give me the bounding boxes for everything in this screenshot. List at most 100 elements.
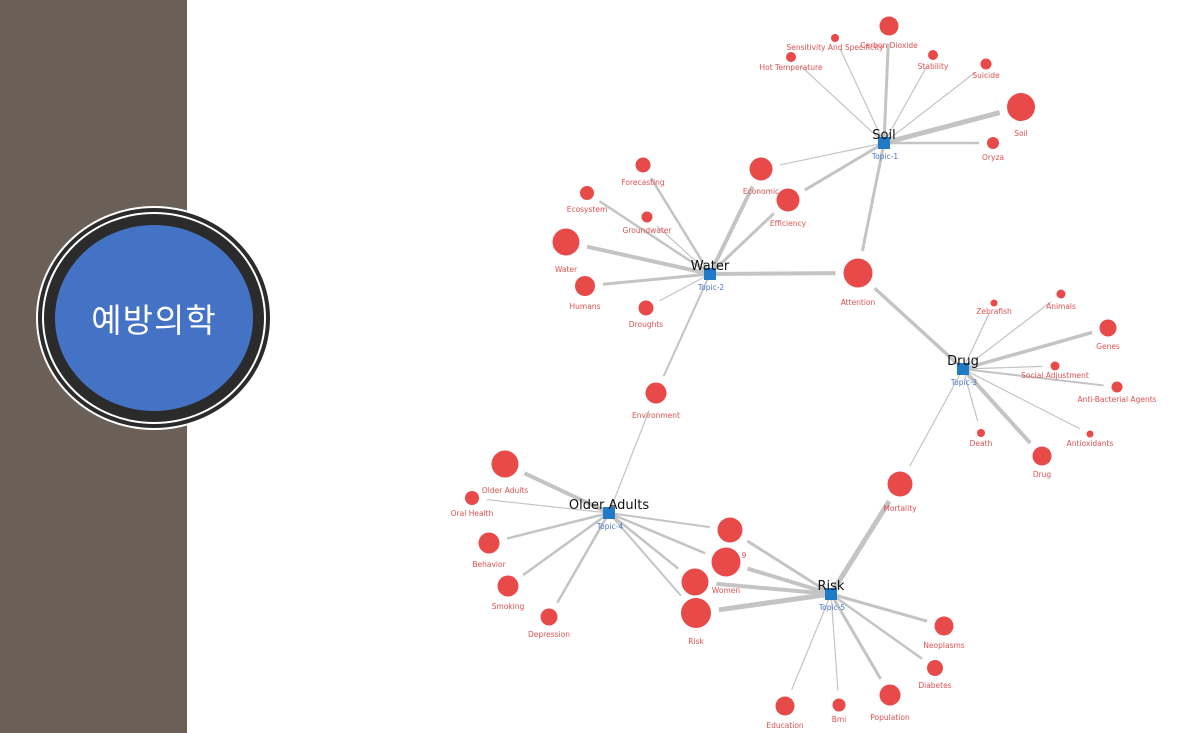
edge-t4-men (608, 512, 680, 570)
keyword-node-death[interactable] (977, 429, 985, 437)
edge-t2-droughts (659, 273, 711, 302)
edge-t1-soil (883, 110, 1001, 146)
edge-t2-efficiency (708, 212, 775, 276)
keyword-label-covid: 9 (742, 551, 747, 560)
keyword-node-mortality[interactable] (887, 471, 913, 497)
keyword-node-oryza[interactable] (987, 137, 999, 149)
keyword-label-women: Women (712, 586, 740, 595)
topic-id-t1: Topic-1 (871, 152, 899, 161)
edge-t4-risk (608, 512, 682, 597)
keyword-label-oryza: Oryza (982, 153, 1004, 162)
keyword-node-humans[interactable] (575, 276, 595, 296)
edge-t5-population (829, 593, 882, 680)
keyword-node-zebrafish[interactable] (990, 299, 998, 307)
edge-t2-humans (602, 272, 711, 286)
keyword-node-water[interactable] (552, 228, 580, 256)
topic-name-t3: Drug (947, 354, 979, 369)
keyword-node-neoplasms[interactable] (934, 616, 954, 636)
keyword-label-behavior: Behavior (472, 560, 506, 569)
topic-node-t5[interactable] (825, 588, 837, 600)
keyword-label-bmi: Bmi (832, 715, 847, 724)
edge-t1-economic (779, 142, 885, 166)
title-badge-circle: 예방의학 (55, 225, 253, 411)
keyword-label-death: Death (970, 439, 993, 448)
edge-t5-bmi (830, 593, 839, 691)
keyword-node-smoking[interactable] (497, 575, 519, 597)
keyword-node-carbon-dioxide[interactable] (879, 16, 899, 36)
keyword-node-animals[interactable] (1056, 289, 1066, 299)
topic-node-t3[interactable] (957, 363, 969, 375)
keyword-node-older-adults[interactable] (491, 450, 519, 478)
keyword-node-behavior[interactable] (478, 532, 500, 554)
edge-t1-attention (860, 142, 886, 252)
keyword-label-depression: Depression (528, 630, 570, 639)
keyword-node-suicide[interactable] (980, 58, 992, 70)
edge-t4-environment (608, 410, 650, 514)
keyword-node-population[interactable] (879, 684, 901, 706)
topic-node-t2[interactable] (704, 268, 716, 280)
keyword-node-soil[interactable] (1007, 93, 1035, 121)
keyword-node-economic[interactable] (749, 157, 773, 181)
keyword-node-hot-temp[interactable] (786, 52, 796, 62)
edge-t2-forecasting (650, 177, 712, 275)
keyword-label-education: Education (766, 721, 804, 730)
edge-t2-ecosystem (598, 200, 711, 276)
edge-t1-stability (883, 66, 928, 144)
keyword-node-bmi[interactable] (832, 698, 846, 712)
keyword-label-genes: Genes (1096, 342, 1120, 351)
topic-node-t4[interactable] (603, 507, 615, 519)
keyword-node-genes[interactable] (1099, 319, 1117, 337)
edge-t1-carbon-dioxide (882, 43, 890, 144)
edge-t2-water (586, 244, 711, 276)
edge-t5-diabetes (830, 592, 923, 660)
topic-name-t5: Risk (818, 579, 845, 594)
keyword-label-older-adults: Older Adults (482, 486, 528, 495)
keyword-node-efficiency[interactable] (776, 188, 800, 212)
edge-t5-men (716, 581, 832, 596)
keyword-node-oral-health[interactable] (465, 491, 479, 505)
keyword-node-attention[interactable] (843, 258, 873, 288)
keyword-node-diabetes[interactable] (927, 660, 943, 676)
keyword-label-zebrafish: Zebrafish (976, 307, 1012, 316)
keyword-label-stability: Stability (918, 62, 949, 71)
keyword-node-droughts[interactable] (638, 300, 654, 316)
keyword-node-men[interactable] (681, 568, 709, 596)
keyword-label-sensitivity: Sensitivity And Specificity (786, 43, 884, 52)
keyword-node-environment[interactable] (645, 382, 667, 404)
topic-name-t2: Water (691, 259, 730, 274)
topic-name-t1: Soil (872, 128, 895, 143)
keyword-node-ecosystem[interactable] (580, 186, 594, 200)
keyword-label-environment: Environment (632, 411, 680, 420)
topic-name-t4: Older Adults (569, 498, 649, 513)
keyword-node-forecasting[interactable] (635, 157, 651, 173)
keyword-label-social-adjustment: Social Adjustment (1021, 371, 1089, 380)
edge-layer (486, 43, 1104, 691)
edge-t2-attention (709, 271, 836, 276)
topic-node-t1[interactable] (878, 137, 890, 149)
keyword-node-sensitivity[interactable] (831, 34, 839, 42)
keyword-node-stability[interactable] (928, 50, 938, 60)
keyword-label-economic: Economic (743, 187, 779, 196)
keyword-node-social-adjustment[interactable] (1050, 361, 1060, 371)
edge-t3-genes (962, 330, 1093, 371)
keyword-label-efficiency: Efficiency (770, 219, 807, 228)
edge-t5-mortality (828, 500, 892, 596)
edge-t1-efficiency (804, 141, 885, 192)
edge-t3-anti-bacterial (962, 368, 1104, 387)
keyword-node-depression[interactable] (540, 608, 558, 626)
edge-t2-groundwater (656, 225, 711, 275)
edge-t5-education (791, 593, 832, 691)
keyword-node-anti-bacterial[interactable] (1111, 381, 1123, 393)
keyword-node-antioxidants[interactable] (1086, 430, 1094, 438)
edge-t4-depression (556, 512, 611, 604)
keyword-node-risk[interactable] (681, 598, 711, 628)
keyword-node-groundwater[interactable] (641, 211, 653, 223)
keyword-node-women[interactable] (711, 547, 741, 577)
edge-t3-social-adjustment (962, 365, 1043, 370)
keyword-node-covid[interactable] (717, 517, 743, 543)
keyword-label-carbon-dioxide: Carbon Dioxide (860, 41, 918, 50)
keyword-label-humans: Humans (570, 302, 601, 311)
keyword-node-drug[interactable] (1032, 446, 1052, 466)
keyword-node-education[interactable] (775, 696, 795, 716)
